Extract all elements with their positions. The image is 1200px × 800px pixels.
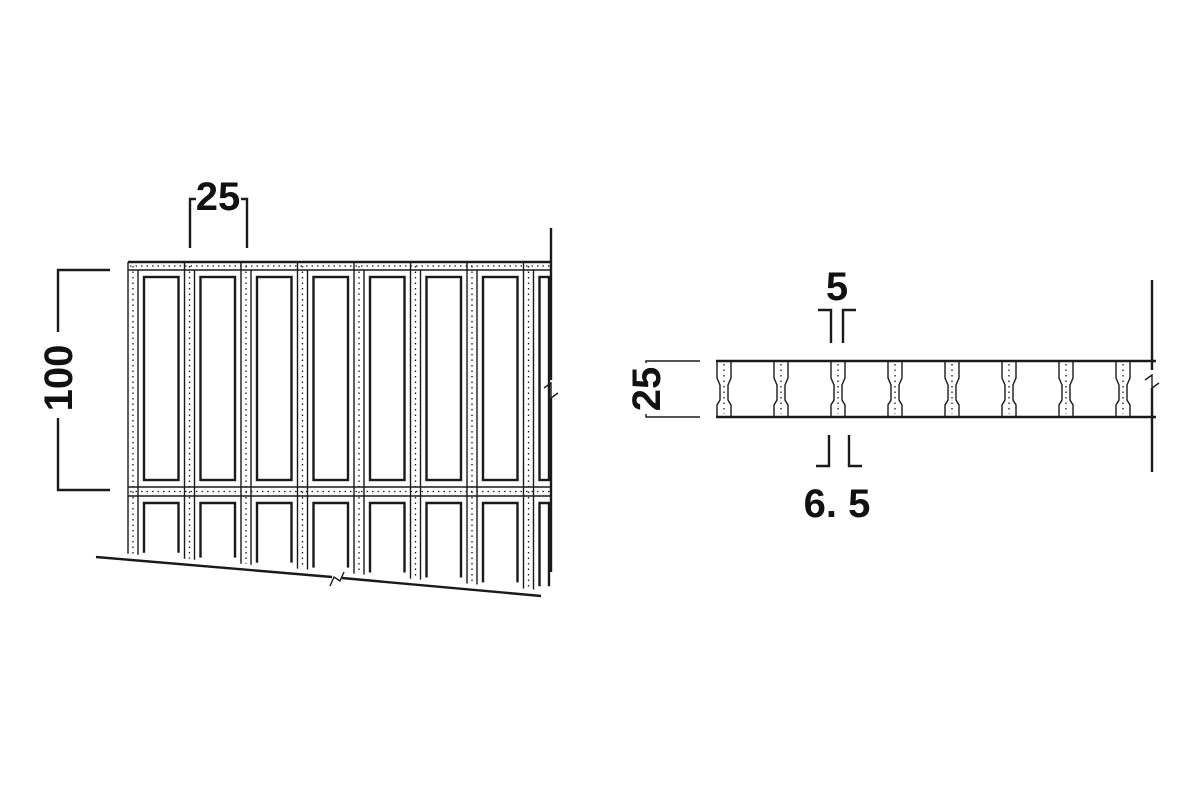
section-bar-edge [1115,361,1120,417]
plan-cell-upper [199,275,237,482]
plan-cell-lower [538,501,551,587]
section-bar-edge [1001,361,1006,417]
plan-bearing-bar [409,262,422,580]
section-bar-profile [830,361,846,417]
section-bar-profile [716,361,732,417]
plan-cross-bar [128,486,551,497]
plan-cell-lower [199,501,237,558]
plan-cell-lower [481,501,519,583]
section-bar-profile [944,361,960,417]
plan-depth-label: 100 [37,345,81,412]
section-bar-profile [773,361,789,417]
section-view: 25 5 6. 5 [625,265,1160,526]
plan-cell-lower [312,501,350,568]
plan-cell-lower [142,501,180,553]
plan-cell-upper [368,275,406,482]
plan-bearing-bar [296,262,309,570]
plan-bar-columns [127,262,551,590]
plan-bearing-bar [466,262,478,585]
plan-cell-lower [425,501,463,578]
section-bar-profile [887,361,903,417]
section-right-break-line [1144,280,1160,472]
section-bar-edge [1069,361,1074,417]
section-bar-profile [1058,361,1074,417]
plan-bearing-bar [522,262,535,590]
section-bottom-thickness-label: 6. 5 [804,482,871,526]
plan-bearing-bar [127,262,139,555]
section-bar-edge [887,361,892,417]
section-bar-edge [841,361,846,417]
plan-cell-lower [255,501,293,563]
plan-pitch-label: 25 [196,175,241,219]
plan-depth-dimension: 100 [37,268,110,492]
plan-right-break-line [543,228,559,572]
plan-view: 25 100 [37,175,559,598]
section-bar-edge [1012,361,1017,417]
section-bar-edge [727,361,732,417]
section-bar-edge [830,361,835,417]
section-bar-edge [944,361,949,417]
section-bar-thickness-dimension: 5 [818,265,856,343]
section-bar-edge [898,361,903,417]
plan-bearing-bar [183,262,196,560]
plan-bearing-bar [240,262,252,565]
section-bar-profile [1115,361,1131,417]
section-height-label: 25 [625,367,669,412]
section-bar-edge [716,361,721,417]
plan-pitch-dimension: 25 [188,175,249,248]
plan-cell-upper [142,275,180,482]
section-bar-edge [1058,361,1063,417]
plan-cell-upper [312,275,350,482]
section-bar-thickness-label: 5 [826,265,848,309]
plan-top-border [128,260,551,271]
section-bar-edge [1126,361,1131,417]
plan-cell-upper [255,275,293,482]
section-bar-edge [773,361,778,417]
section-height-dimension: 25 [625,360,700,418]
section-bar-profile [1001,361,1017,417]
section-bottom-thickness-dimension: 6. 5 [804,435,871,526]
plan-bottom-break-line [95,555,542,598]
section-bar-edge [955,361,960,417]
plan-cell-upper [425,275,463,482]
plan-bearing-bar [353,262,365,575]
plan-cell-lower [368,501,406,573]
plan-cell-upper [481,275,519,482]
section-bar-edge [784,361,789,417]
plan-cell-upper [538,275,551,482]
section-bars [716,361,1131,417]
